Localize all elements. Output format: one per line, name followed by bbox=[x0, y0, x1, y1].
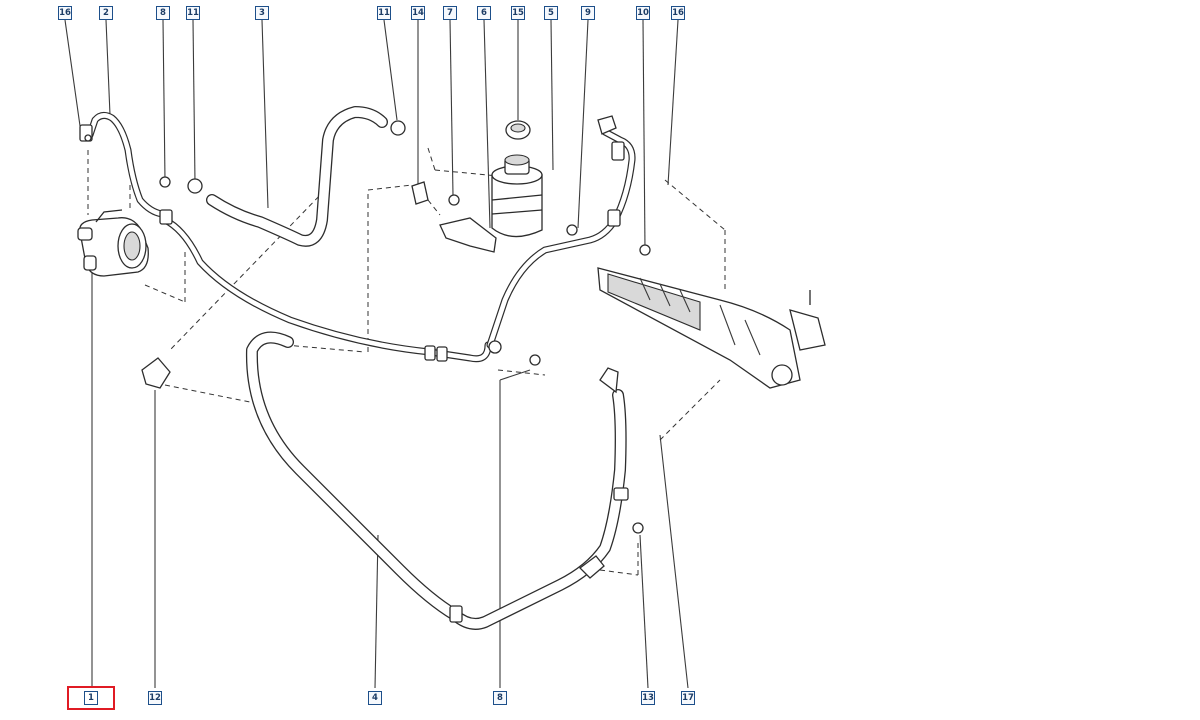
callout-label: 1 bbox=[88, 692, 94, 703]
callout-1-box: 1 bbox=[84, 691, 98, 705]
callout-10[interactable]: 10 bbox=[636, 6, 650, 20]
callout-label: 8 bbox=[160, 7, 166, 18]
callout-label: 7 bbox=[447, 7, 453, 18]
callout-5[interactable]: 5 bbox=[544, 6, 558, 20]
pressure-pipe bbox=[159, 209, 492, 363]
callout-label: 15 bbox=[512, 7, 524, 18]
hose-clip-12 bbox=[141, 357, 171, 389]
callout-7[interactable]: 7 bbox=[443, 6, 457, 20]
callout-label: 11 bbox=[187, 7, 199, 18]
leader-lines bbox=[64, 19, 689, 689]
steering-rack bbox=[597, 267, 826, 389]
callout-4[interactable]: 4 bbox=[368, 691, 382, 705]
callout-15[interactable]: 15 bbox=[511, 6, 525, 20]
reservoir-bracket bbox=[411, 181, 651, 256]
callout-label: 10 bbox=[637, 7, 649, 18]
callout-label: 17 bbox=[682, 692, 694, 703]
callout-9[interactable]: 9 bbox=[581, 6, 595, 20]
callout-8-top[interactable]: 8 bbox=[156, 6, 170, 20]
callout-8-bottom[interactable]: 8 bbox=[493, 691, 507, 705]
callout-11-left[interactable]: 11 bbox=[186, 6, 200, 20]
callout-label: 6 bbox=[481, 7, 487, 18]
callout-label: 9 bbox=[585, 7, 591, 18]
fasteners bbox=[84, 134, 171, 188]
callout-label: 11 bbox=[378, 7, 390, 18]
hose-4 bbox=[245, 331, 644, 630]
callout-12[interactable]: 12 bbox=[148, 691, 162, 705]
callout-label: 5 bbox=[548, 7, 554, 18]
callout-11-right[interactable]: 11 bbox=[377, 6, 391, 20]
assembly-dashed-lines bbox=[87, 147, 726, 576]
callout-label: 3 bbox=[259, 7, 265, 18]
callout-2[interactable]: 2 bbox=[99, 6, 113, 20]
callout-16-top-left[interactable]: 16 bbox=[58, 6, 72, 20]
callout-label: 8 bbox=[497, 692, 503, 703]
callout-1-selected[interactable]: 1 bbox=[67, 686, 115, 710]
fluid-reservoir bbox=[491, 120, 543, 238]
callout-label: 14 bbox=[412, 7, 424, 18]
callout-14[interactable]: 14 bbox=[411, 6, 425, 20]
callout-label: 16 bbox=[59, 7, 71, 18]
callout-label: 16 bbox=[672, 7, 684, 18]
pipe-2 bbox=[79, 111, 166, 218]
callout-13[interactable]: 13 bbox=[641, 691, 655, 705]
callout-label: 2 bbox=[103, 7, 109, 18]
callout-6[interactable]: 6 bbox=[477, 6, 491, 20]
callout-16-top-right[interactable]: 16 bbox=[671, 6, 685, 20]
callout-17[interactable]: 17 bbox=[681, 691, 695, 705]
callout-label: 12 bbox=[149, 692, 161, 703]
return-pipe bbox=[486, 115, 636, 354]
hose-3 bbox=[187, 106, 406, 247]
callout-label: 13 bbox=[642, 692, 654, 703]
power-steering-pump bbox=[77, 209, 149, 277]
callout-label: 4 bbox=[372, 692, 378, 703]
callout-3[interactable]: 3 bbox=[255, 6, 269, 20]
